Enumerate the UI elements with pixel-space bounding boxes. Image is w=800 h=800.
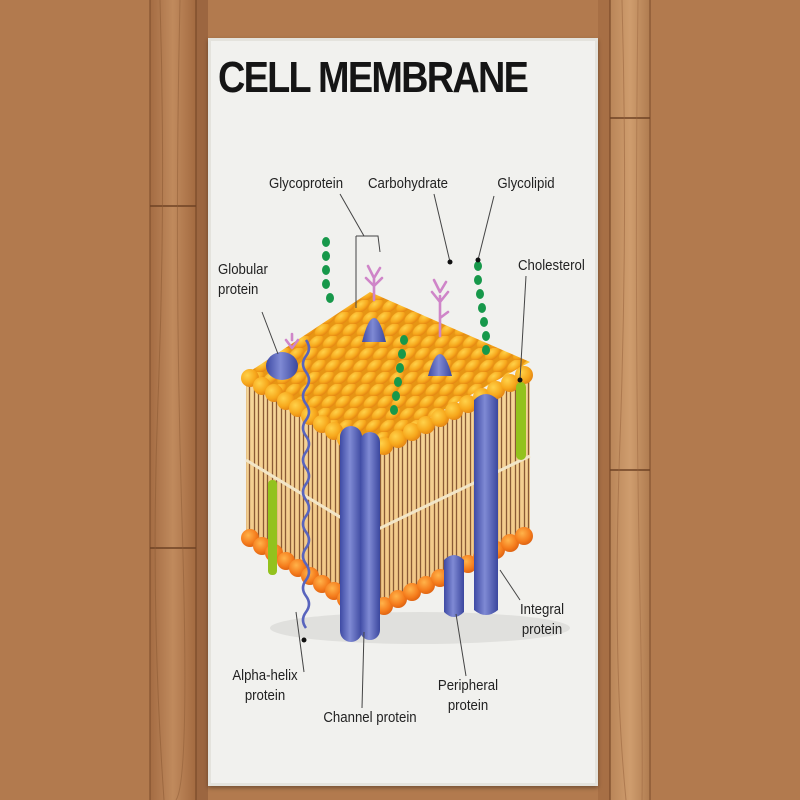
label-alpha-helix-protein: Alpha-helix protein xyxy=(232,667,298,704)
integral-protein-shape xyxy=(444,394,498,617)
label-globular-protein: Globular protein xyxy=(218,261,268,298)
label-peripheral-protein: Peripheral protein xyxy=(437,677,499,714)
label-cholesterol: Cholesterol xyxy=(518,257,585,274)
label-carbohydrate: Carbohydrate xyxy=(368,175,448,192)
globular-protein-shape xyxy=(266,352,298,380)
label-glycoprotein: Glycoprotein xyxy=(268,175,344,192)
cholesterol-molecules xyxy=(268,382,526,575)
glycoprotein-shape xyxy=(362,318,386,342)
glycolipid-chains xyxy=(322,237,490,415)
carbohydrate-chains xyxy=(284,264,450,350)
label-glycolipid: Glycolipid xyxy=(497,175,555,192)
label-channel-protein: Channel protein xyxy=(323,709,417,726)
label-integral-protein: Integral protein xyxy=(519,601,565,638)
channel-protein-shape xyxy=(340,426,380,642)
page-title: CELL MEMBRANE xyxy=(218,53,529,102)
alpha-helix-shape xyxy=(301,339,311,629)
label-leader-dots xyxy=(301,257,523,643)
surface-protein-shape xyxy=(428,354,452,376)
label-leader-lines xyxy=(261,193,527,709)
